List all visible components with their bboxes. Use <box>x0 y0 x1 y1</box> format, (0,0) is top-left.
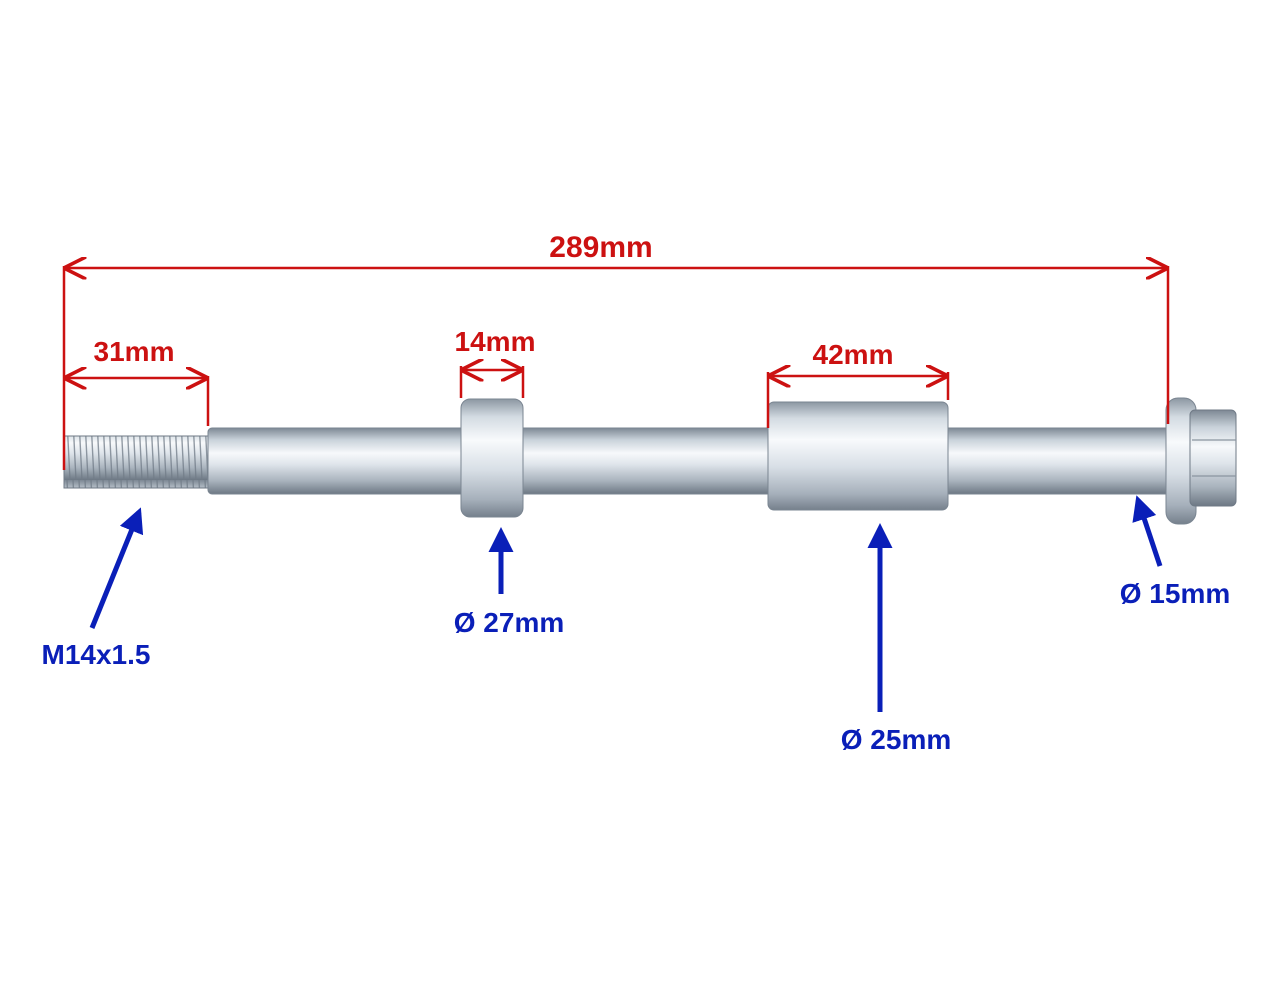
thread-spec-label: M14x1.5 <box>42 639 151 670</box>
thread-callout-arrow <box>89 507 144 629</box>
threaded-end <box>63 435 211 489</box>
small-collar-width-label: 14mm <box>455 326 536 357</box>
shaft-diameter-label: Ø 15mm <box>1120 578 1231 609</box>
large-collar-width-label: 42mm <box>813 339 894 370</box>
dimension-lines <box>62 266 1170 470</box>
callout-arrows <box>89 495 1163 712</box>
overall-length-label: 289mm <box>549 231 652 264</box>
large-collar-diameter-label: Ø 25mm <box>841 724 952 755</box>
shaft-body <box>207 427 1177 495</box>
hex-head <box>1189 409 1237 507</box>
shaft-callout-arrow <box>1132 495 1163 567</box>
axle-shaft <box>63 397 1237 525</box>
thread-length-label: 31mm <box>94 336 175 367</box>
large-collar <box>767 401 949 511</box>
small-collar-diameter-label: Ø 27mm <box>454 607 565 638</box>
small-collar <box>460 398 524 518</box>
